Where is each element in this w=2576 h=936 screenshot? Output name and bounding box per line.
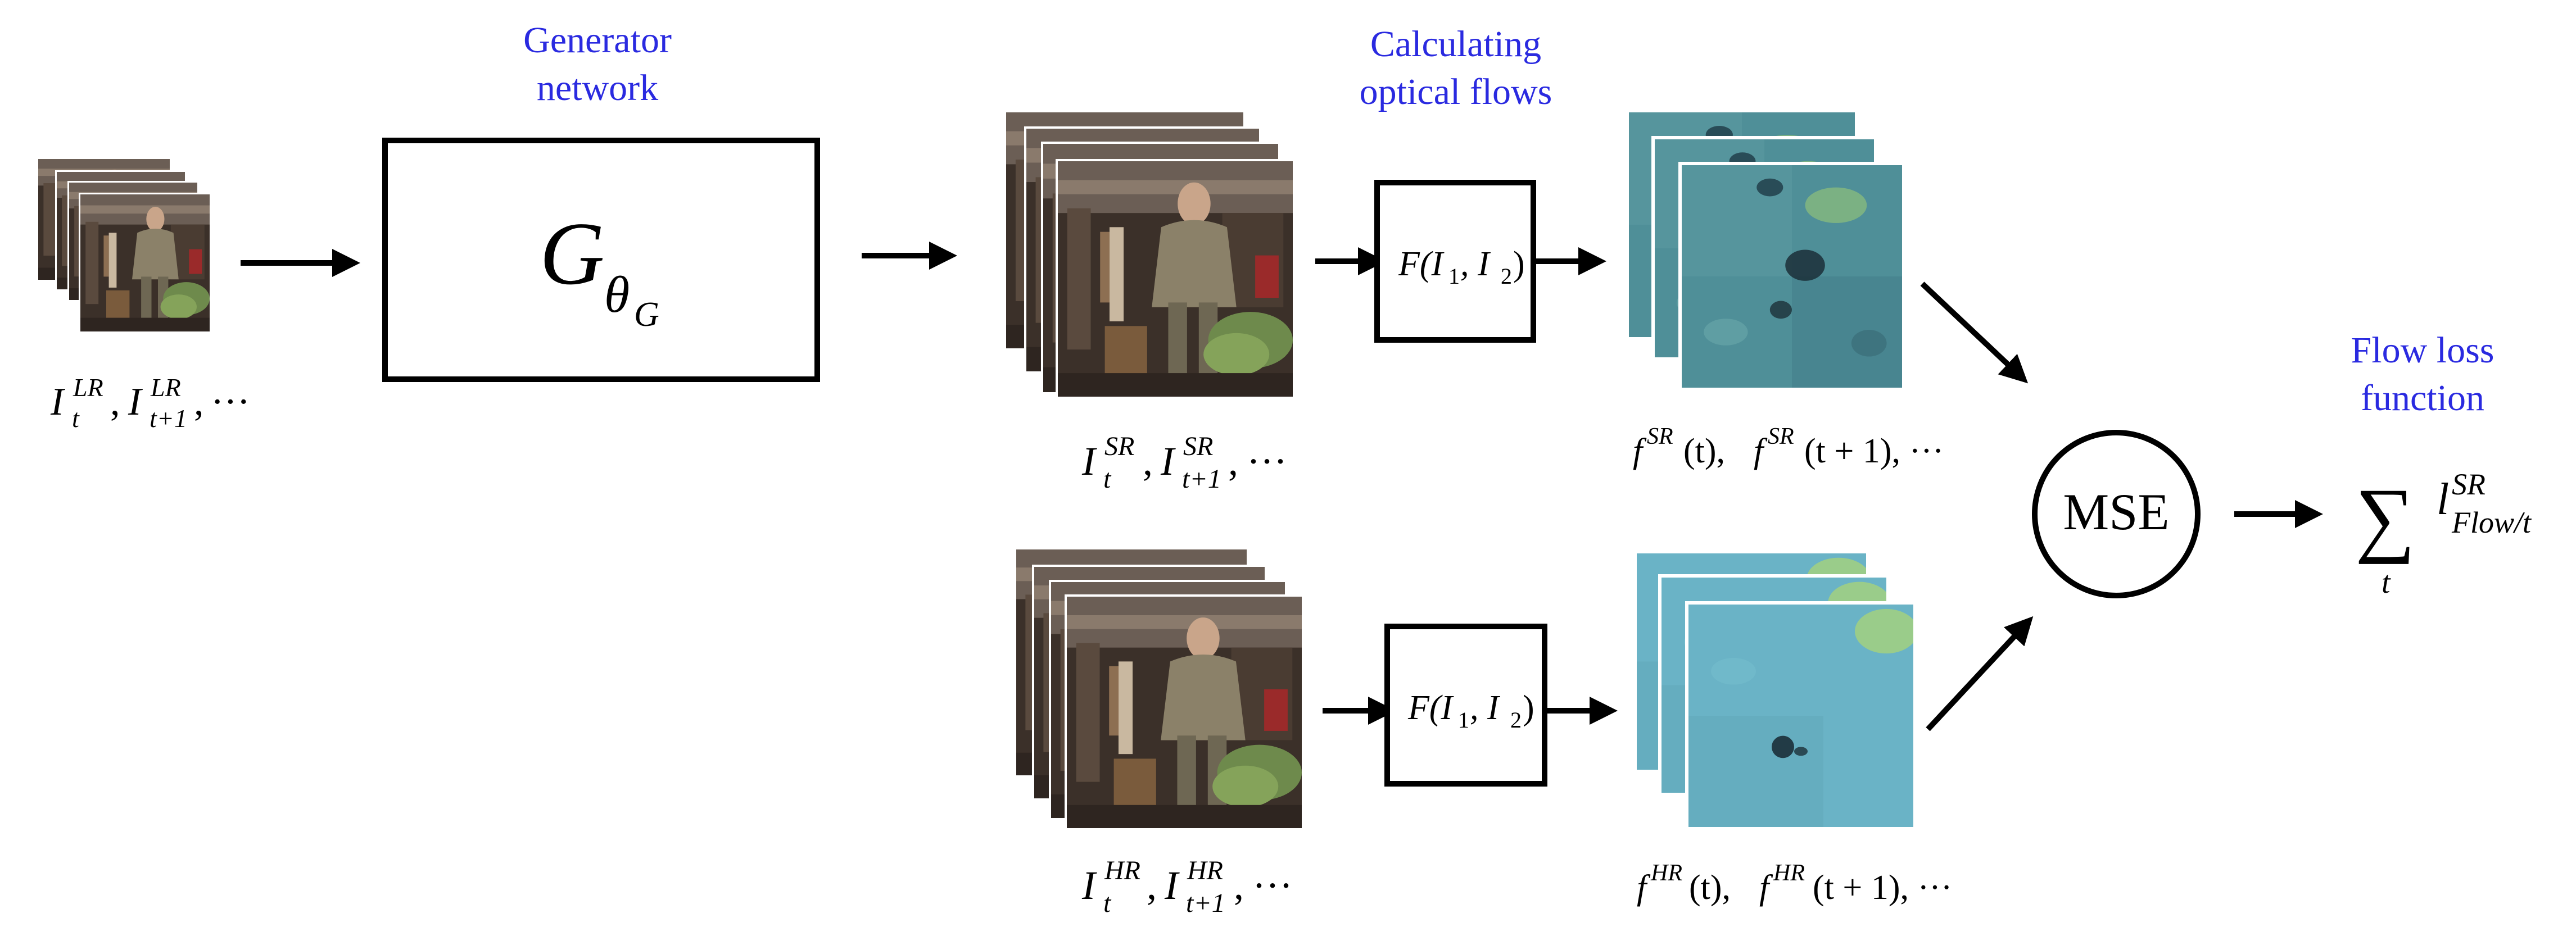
hr-label-sub-2: t+1 (1186, 888, 1225, 918)
hr-label-sup: HR (1104, 856, 1140, 885)
loss-base: l (2437, 475, 2449, 524)
hr-label-comma: , (1147, 863, 1157, 908)
lr-label-sub: t (72, 404, 80, 433)
loss-sum-symbol: ∑ (2355, 471, 2415, 565)
lr-label-comma: , (110, 380, 120, 424)
flow-func-sr-text: F(I (1398, 245, 1445, 283)
lr-label-sup: LR (73, 373, 103, 402)
generator-caption-line2: network (537, 67, 658, 108)
sr-label: I SR t , I SR t+1 , ··· (1081, 431, 1287, 494)
hr-frame (1065, 594, 1304, 830)
loss-sub: Flow/t (2451, 506, 2532, 539)
lr-label-ellipsis: ··· (211, 380, 250, 424)
hr-flow-label: f HR (t), f HR (t + 1), ··· (1637, 860, 1952, 907)
hr-frame-stack (1016, 549, 1304, 830)
hr-flow-label-f1: f (1637, 869, 1651, 907)
flow-func-hr-close: ) (1523, 689, 1534, 727)
mse-label: MSE (2063, 483, 2169, 540)
hr-label-base: I (1081, 863, 1097, 908)
loss-sup: SR (2452, 467, 2486, 501)
flow-func-sr-sub1: 1 (1448, 263, 1460, 289)
flow-func-sr-close: ) (1513, 245, 1525, 283)
sr-label-comma-2: , (1228, 439, 1238, 484)
sr-label-sub: t (1103, 464, 1112, 494)
sr-flow-label-f2: f (1754, 432, 1768, 470)
sr-label-sub-2: t+1 (1182, 464, 1221, 494)
optical-flow-caption-line2: optical flows (1360, 71, 1552, 112)
flow-func-label-sr: F(I 1 , I 2 ) (1398, 245, 1525, 289)
lr-label-base-2: I (128, 380, 143, 424)
sr-flow-label-arg2: (t + 1), ··· (1804, 432, 1944, 470)
flow-func-hr-sub1: 1 (1458, 707, 1469, 733)
flow-loss-expression: ∑ t l SR Flow/t (2355, 467, 2532, 600)
flow-func-hr-comma: , I (1470, 689, 1501, 727)
hr-flow-label-arg1: (t), (1689, 869, 1731, 907)
hr-label: I HR t , I HR t+1 , ··· (1081, 856, 1293, 918)
flow-func-box-sr (1374, 180, 1536, 343)
sr-frame-stack (1006, 112, 1295, 399)
lr-label-sub-2: t+1 (150, 404, 187, 433)
sr-label-base: I (1081, 439, 1097, 484)
hr-flow-label-sup2: HR (1773, 860, 1805, 886)
mse-circle (2032, 430, 2201, 598)
sr-label-base-2: I (1160, 439, 1176, 484)
sr-flow-frame (1678, 162, 1905, 391)
flow-func-label-hr: F(I 1 , I 2 ) (1407, 689, 1534, 733)
sr-flow-label-sup1: SR (1647, 424, 1673, 449)
sr-label-sup: SR (1104, 431, 1134, 461)
lr-label: I LR t , I LR t+1 , ··· (50, 373, 250, 433)
arrow-sr-flows-to-mse (1920, 281, 2029, 384)
hr-label-base-2: I (1164, 863, 1180, 908)
sr-flow-label-sup2: SR (1768, 424, 1794, 449)
lr-frame (79, 193, 211, 333)
hr-flow-frame (1685, 601, 1917, 830)
flow-func-hr-text: F(I (1407, 689, 1455, 727)
hr-label-ellipsis: ··· (1252, 863, 1293, 908)
sr-label-sup-2: SR (1183, 431, 1213, 461)
hr-flow-stack (1637, 553, 1917, 830)
generator-symbol-subsub: G (634, 296, 659, 334)
lr-label-comma-2: , (194, 380, 204, 424)
sr-label-comma: , (1143, 439, 1153, 484)
loss-sum-index: t (2382, 565, 2391, 600)
flow-func-hr-sub2: 2 (1510, 707, 1522, 733)
hr-flow-label-arg2: (t + 1), ··· (1813, 869, 1952, 907)
sr-frame (1056, 159, 1295, 399)
generator-symbol-theta: θ (604, 266, 630, 323)
hr-label-comma-2: , (1234, 863, 1244, 908)
flow-func-sr-sub2: 2 (1501, 263, 1512, 289)
hr-flow-label-f2: f (1759, 869, 1773, 907)
generator-symbol-g: G (540, 203, 605, 303)
flow-loss-caption-line1: Flow loss (2351, 330, 2494, 371)
flow-loss-caption-line2: function (2361, 378, 2484, 419)
generator-caption-line1: Generator (523, 20, 672, 61)
optical-flow-caption-line1: Calculating (1370, 24, 1541, 65)
generator-box (382, 138, 820, 382)
sr-flow-stack (1629, 112, 1905, 391)
sr-flow-label-f1: f (1633, 432, 1647, 470)
arrow-hr-flows-to-mse (1926, 616, 2034, 731)
sr-flow-label: f SR (t), f SR (t + 1), ··· (1633, 424, 1944, 470)
hr-flow-label-sup1: HR (1650, 860, 1682, 886)
flow-func-sr-comma: , I (1460, 245, 1491, 283)
hr-label-sub: t (1103, 888, 1112, 918)
lr-label-sup-2: LR (150, 373, 181, 402)
generator-symbol: G θ G (540, 203, 659, 334)
lr-frame-stack (38, 159, 211, 333)
sr-label-ellipsis: ··· (1247, 439, 1287, 484)
hr-label-sup-2: HR (1187, 856, 1223, 885)
flow-func-box-hr (1384, 624, 1547, 787)
sr-flow-label-arg1: (t), (1683, 432, 1725, 470)
lr-label-base: I (50, 380, 66, 424)
